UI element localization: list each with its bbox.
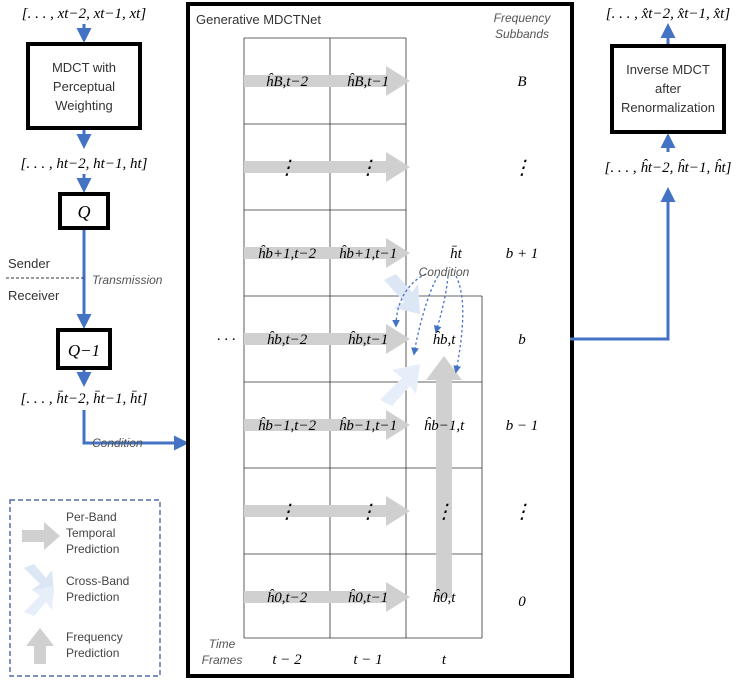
cell: ĥb+1,t−2 [258,245,317,262]
frequency-prediction-arrow [426,356,462,598]
cell: ⋮ [277,157,297,179]
cell: ĥb−1,t−1 [339,417,397,434]
inverse-mdct-box [610,44,726,134]
temporal-arrow-row-dots-1 [244,152,410,182]
cell: ĥb,t [433,331,457,348]
mdct-box [26,42,142,130]
band-label: 0 [518,594,526,610]
condition-net-label: Condition [419,265,470,279]
light-blue-diagonal-arrow-icon-2 [24,586,54,616]
cell: ĥb+1,t−1 [339,245,397,262]
condition-dotted-arrows [392,273,464,374]
sender-chain: [. . . , xt−2, xt−1, xt] MDCT with Perce… [6,6,189,451]
temporal-arrows [244,66,410,612]
temporal-arrow-row-dots-2 [244,496,410,526]
time-title-line-1: Time [209,637,236,651]
mdct-coefficients: [. . . , ht−2, ht−1, ht] [21,156,148,172]
legend-item-cross-band: Cross-Band Prediction [24,564,129,616]
temporal-arrow-row-b-plus-1 [244,238,410,268]
grid-cells: ĥB,t−2 ĥB,t−1 ⋮ ⋮ ĥb+1,t−2 ĥb+1,t−1 ĥb,t… [258,73,465,606]
dequantizer-symbol: Q−1 [68,341,100,360]
arrow-net-to-output [570,187,676,341]
receiver-label: Receiver [8,288,60,303]
output-signal: [. . . , x̂t−2, x̂t−1, x̂t] [606,6,731,22]
time-title-line-2: Frames [202,653,243,667]
legend-cross-band-line-1: Cross-Band [66,574,129,588]
legend-temporal-line-1: Per-Band [66,510,117,524]
gray-up-arrow-icon [26,628,54,664]
legend-item-temporal: Per-Band Temporal Prediction [22,510,119,556]
temporal-arrow-row-b-minus-1 [244,410,410,440]
time-label: t [442,652,447,668]
output-chain: [. . . , ĥt−2, ĥt−1, ĥt] Inverse MDCT af… [570,6,732,341]
freq-title-line-1: Frequency [494,11,552,25]
dequantizer-box [56,328,112,370]
legend-temporal-line-2: Temporal [66,526,115,540]
sender-label: Sender [8,256,51,271]
condition-arrow [82,410,189,451]
condition-symbol: h̄t [450,246,463,262]
input-signal: [. . . , xt−2, xt−1, xt] [22,6,147,22]
gray-right-arrow-icon [22,522,60,550]
quantizer-symbol: Q [78,202,91,222]
temporal-arrow-row-B [244,66,410,96]
band-label: b [518,332,526,348]
quantizer-box [58,192,110,230]
cell: ⋮ [358,501,378,523]
band-labels: B ⋮ b + 1 b b − 1 ⋮ 0 [506,74,539,610]
cross-band-arrow-from-above [384,274,420,314]
time-label: t − 2 [272,652,302,668]
band-label: ⋮ [512,157,532,179]
cell: ⋮ [358,157,378,179]
transmission-label: Transmission [92,273,163,287]
legend: Per-Band Temporal Prediction Cross-Band … [9,499,161,677]
cell: ĥB,t−2 [266,73,309,90]
legend-frequency-line-2: Prediction [66,646,119,660]
legend-cross-band-line-2: Prediction [66,590,119,604]
legend-temporal-line-3: Prediction [66,542,119,556]
freq-title-line-2: Subbands [495,27,549,41]
mdct-box-line-1: MDCT with [52,60,116,75]
inverse-box-line-2: after [655,81,682,96]
temporal-arrow-row-b [244,324,410,354]
cell: ĥb−1,t−2 [258,417,317,434]
cell: ĥb,t−2 [267,331,308,348]
leading-ellipsis: · · · [217,332,236,348]
time-labels: t − 2 t − 1 t [272,652,447,668]
light-blue-diagonal-arrow-icon [24,564,54,594]
cross-band-arrow-from-below [380,364,420,406]
mdctnet-title: Generative MDCTNet [196,12,321,27]
band-label: B [517,74,526,90]
mdct-box-line-2: Perceptual [53,79,115,94]
inverse-box-line-1: Inverse MDCT [626,62,710,77]
cell: ⋮ [434,501,454,523]
cell: ĥ0,t [433,589,457,606]
cell: ĥb−1,t [424,417,465,434]
dequantized-coefficients: [. . . , h̄t−2, h̄t−1, h̄t] [21,391,148,407]
cell: ⋮ [277,501,297,523]
cell: ĥB,t−1 [347,73,389,90]
band-label: ⋮ [512,501,532,523]
mdct-box-line-3: Weighting [55,98,113,113]
time-label: t − 1 [353,652,382,668]
condition-label: Condition [92,436,143,450]
legend-frequency-line-1: Frequency [66,630,123,644]
cell: ĥ0,t−2 [267,589,308,606]
cell: ĥ0,t−1 [348,589,389,606]
legend-item-frequency: Frequency Prediction [26,628,123,664]
output-coefficients: [. . . , ĥt−2, ĥt−1, ĥt] [605,159,732,176]
band-label: b + 1 [506,246,539,262]
cell: ĥb,t−1 [348,331,389,348]
generative-mdctnet: Generative MDCTNet Frequency Subbands Ti… [186,2,574,678]
band-label: b − 1 [506,418,539,434]
inverse-box-line-3: Renormalization [621,100,715,115]
temporal-arrow-row-0 [244,582,410,612]
